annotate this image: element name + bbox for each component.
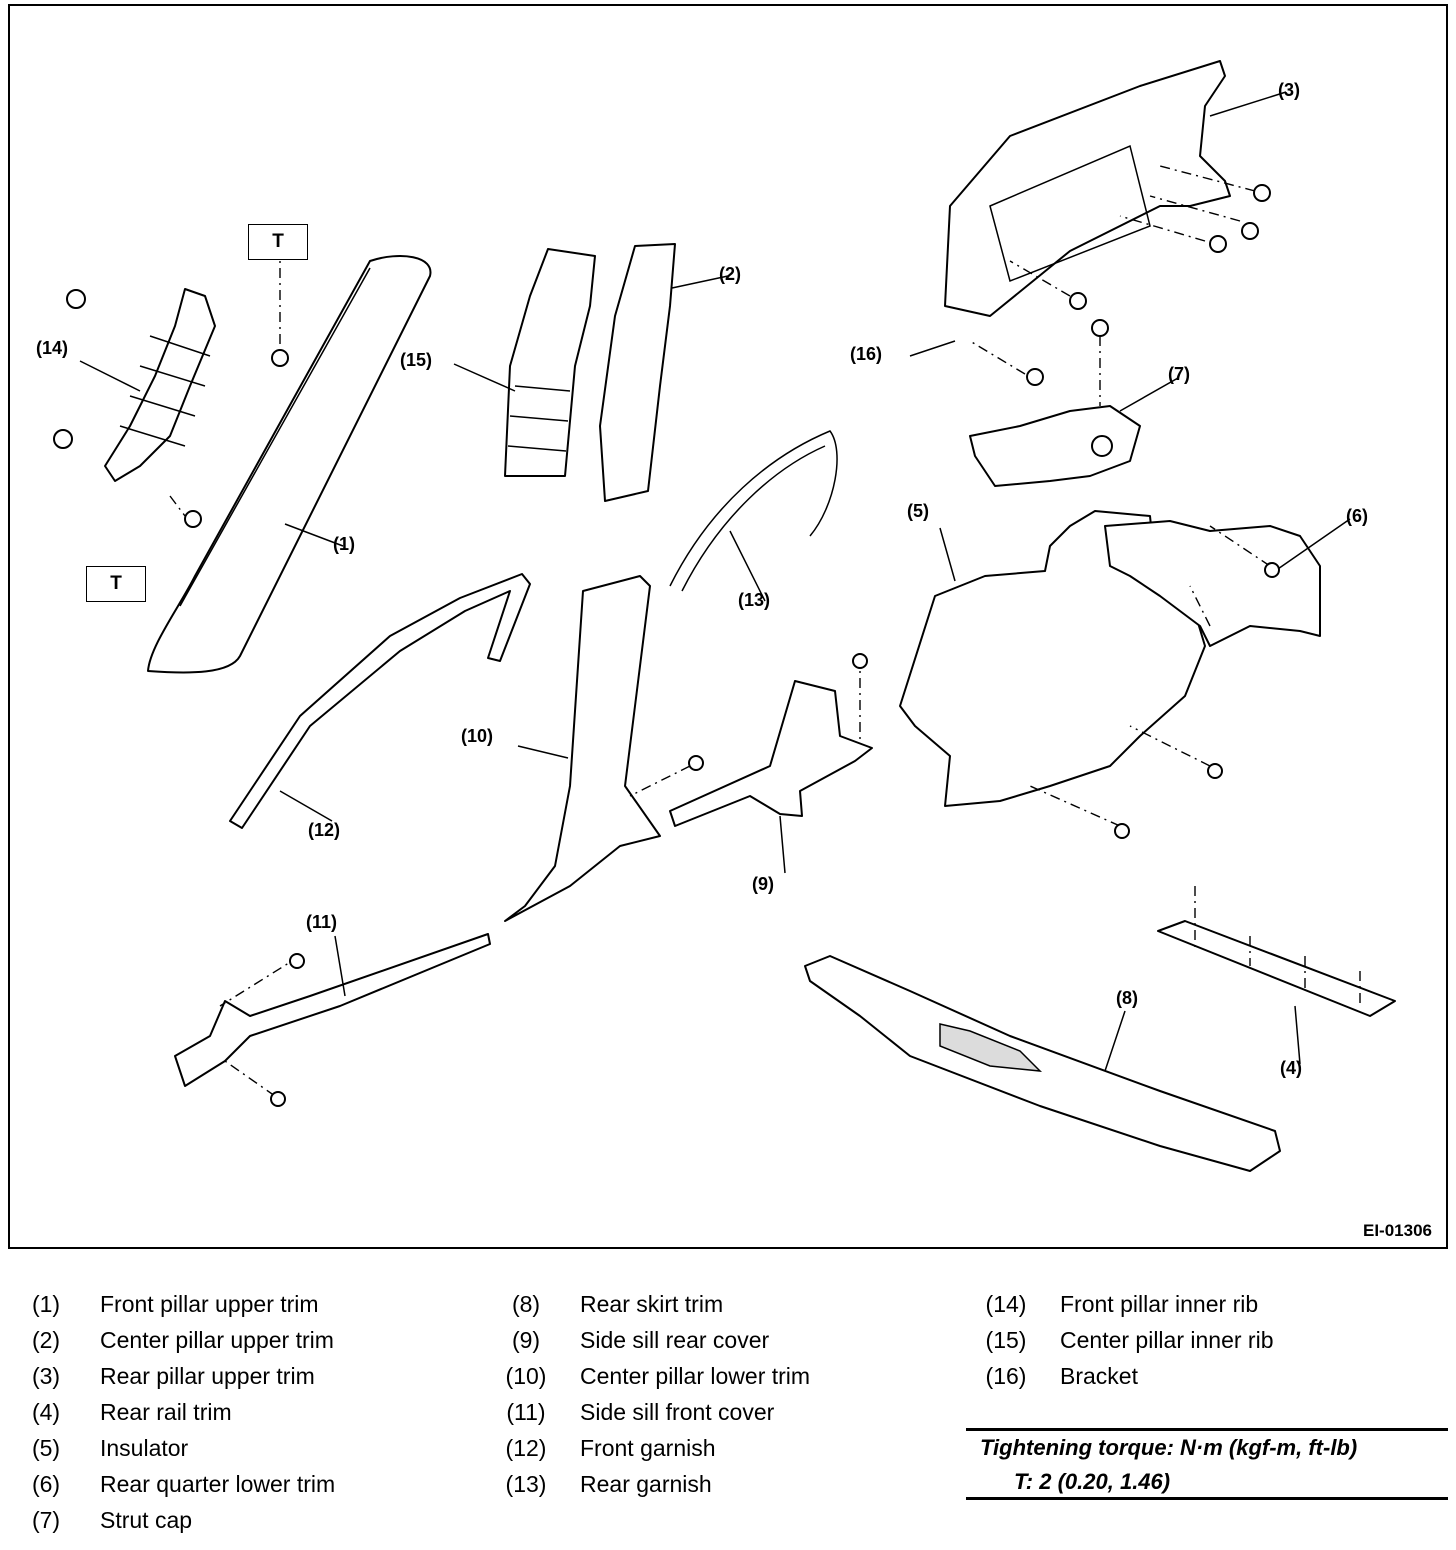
rear-garnish (669, 430, 838, 592)
legend-item: (3)Rear pillar upper trim (31, 1362, 315, 1389)
legend-item: (5)Insulator (31, 1434, 189, 1461)
callout-11: (11) (306, 912, 338, 932)
front-pillar-inner-rib (104, 288, 216, 482)
legend-item: (1)Front pillar upper trim (31, 1290, 319, 1317)
insulator (899, 510, 1206, 807)
legend-item: (2)Center pillar upper trim (31, 1326, 334, 1353)
legend-item: (12)Front garnish (505, 1434, 716, 1461)
torque-title: Tightening torque: N·m (kgf-m, ft-lb) (980, 1435, 1358, 1460)
torque-marker-bottom: T (86, 566, 146, 602)
diagram-drawing (53, 60, 1396, 1172)
callout-15: (15) (400, 350, 433, 370)
callout-14: (14) (36, 338, 69, 358)
screw-icon (184, 184, 1280, 1107)
legend-item: (4)Rear rail trim (31, 1398, 232, 1425)
legend-column-2: (8)Rear skirt trim (9)Side sill rear cov… (494, 1286, 811, 1502)
callout-1: (1) (333, 534, 355, 554)
figure-id: EI-01306 (1363, 1221, 1432, 1240)
legend-item: (14)Front pillar inner rib (985, 1290, 1259, 1317)
rear-rail-trim (1157, 920, 1396, 1017)
legend-item: (7)Strut cap (31, 1506, 193, 1533)
torque-marker-top: T (248, 224, 308, 260)
legend-item: (10)Center pillar lower trim (505, 1362, 811, 1389)
callout-16: (16) (850, 344, 883, 364)
legend-column-1: (1)Front pillar upper trim (2)Center pil… (14, 1286, 335, 1538)
center-pillar-lower-trim (504, 575, 661, 922)
legend-item: (13)Rear garnish (505, 1470, 712, 1497)
callout-6: (6) (1346, 506, 1368, 526)
legend-item: (16)Bracket (985, 1362, 1138, 1389)
side-sill-front-cover (174, 933, 491, 1087)
front-garnish (229, 573, 531, 829)
exploded-diagram: T T (1) (2) (3) (4) (5) (6) (7) (8) (9) … (8, 4, 1448, 1249)
legend-item: (15)Center pillar inner rib (985, 1326, 1274, 1353)
torque-value: T: 2 (0.20, 1.46) (1014, 1469, 1171, 1494)
side-sill-rear-cover (669, 680, 873, 827)
callout-8: (8) (1116, 988, 1138, 1008)
legend-item: (9)Side sill rear cover (511, 1326, 770, 1353)
strut-cap (969, 405, 1141, 487)
callout-10: (10) (461, 726, 494, 746)
callout-4: (4) (1280, 1058, 1302, 1078)
rear-pillar-upper-trim (944, 60, 1231, 317)
front-pillar-upper-trim (147, 255, 432, 674)
rear-skirt-trim (804, 955, 1281, 1172)
legend-item: (6)Rear quarter lower trim (31, 1470, 336, 1497)
center-pillar-inner-rib (504, 248, 596, 477)
callout-12: (12) (308, 820, 341, 840)
callout-7: (7) (1168, 364, 1190, 384)
callout-9: (9) (752, 874, 774, 894)
callout-5: (5) (907, 501, 929, 521)
callout-13: (13) (738, 590, 771, 610)
callout-2: (2) (719, 264, 741, 284)
torque-spec-box: Tightening torque: N·m (kgf-m, ft-lb) T:… (966, 1428, 1448, 1500)
legend-item: (11)Side sill front cover (506, 1398, 775, 1425)
callout-3: (3) (1278, 80, 1300, 100)
center-pillar-upper-trim (599, 243, 676, 502)
rear-quarter-lower-trim (1104, 520, 1321, 647)
legend-column-3: (14)Front pillar inner rib (15)Center pi… (974, 1286, 1274, 1394)
legend-item: (8)Rear skirt trim (511, 1290, 724, 1317)
